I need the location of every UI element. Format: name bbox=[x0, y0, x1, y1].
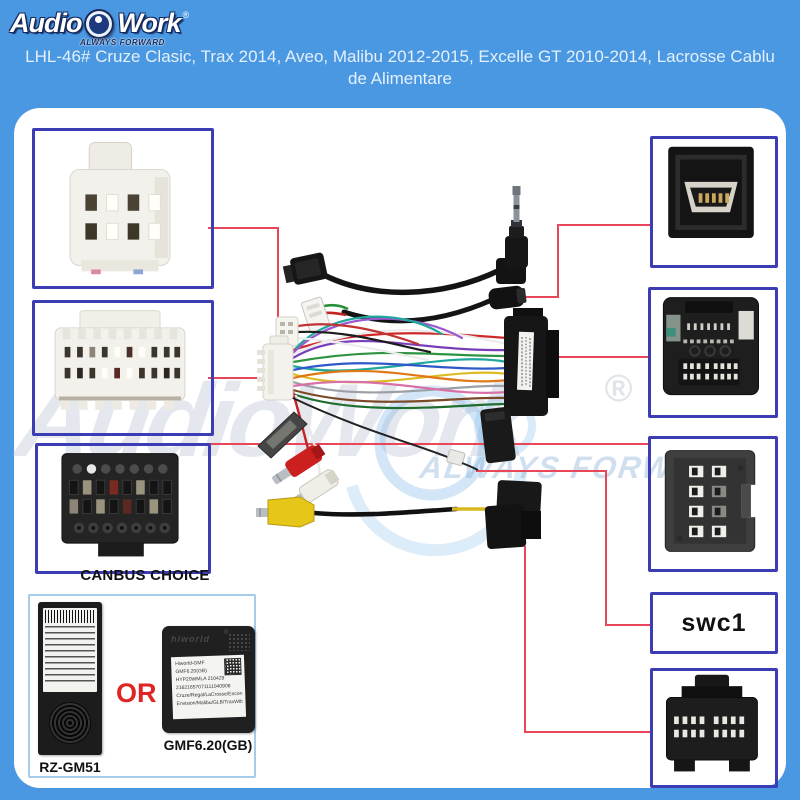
canbus-module-gmf: hiworld ® Hiworld-GMF GMF6.20(GB) HYP20W… bbox=[162, 626, 255, 733]
callout-white-power-connector bbox=[32, 128, 214, 289]
product-title: LHL-46# Cruze Clasic, Trax 2014, Aveo, M… bbox=[0, 46, 800, 90]
callout-bottom-plug bbox=[650, 668, 778, 788]
callout-mini-usb bbox=[650, 136, 778, 268]
swc1-label: swc1 bbox=[681, 608, 747, 637]
callout-white-16pin-connector bbox=[32, 300, 214, 436]
gmf-qr-code bbox=[224, 657, 242, 676]
callout-line-power-connector bbox=[208, 227, 279, 322]
white-16pin-connector-photo bbox=[54, 310, 186, 410]
gmf-module-caption: GMF6.20(GB) bbox=[163, 737, 253, 753]
gmf-brand-text: hiworld bbox=[171, 634, 210, 644]
video-rca-cable bbox=[256, 496, 494, 528]
product-title-line2: de Alimentare bbox=[348, 69, 452, 88]
product-title-line1: LHL-46# Cruze Clasic, Trax 2014, Aveo, M… bbox=[25, 47, 775, 66]
or-label: OR bbox=[116, 678, 157, 708]
brand-logo-audio: Audio bbox=[10, 8, 82, 38]
black-canbus-socket-photo bbox=[61, 453, 179, 557]
gmf-brand-registered-mark: ® bbox=[224, 630, 229, 636]
mini-usb-photo bbox=[668, 146, 754, 238]
rz-speaker-grille bbox=[49, 702, 91, 744]
callout-black-canbus-socket bbox=[35, 443, 211, 574]
brand-logo-work: Work bbox=[117, 8, 181, 38]
rz-barcode bbox=[45, 610, 95, 623]
callout-grey-socket bbox=[648, 436, 778, 572]
brand-logo: Audio Work ® bbox=[10, 8, 189, 39]
mini-usb-plug bbox=[488, 285, 527, 310]
canbus-module-rz-gm51 bbox=[38, 602, 102, 755]
brand-logo-registered-mark: ® bbox=[182, 10, 190, 20]
quadlock-socket-photo bbox=[662, 297, 760, 396]
bottom-plug-assembly bbox=[484, 480, 542, 550]
callout-swc1: swc1 bbox=[650, 592, 778, 654]
iso-black-connector bbox=[480, 406, 516, 464]
rz-module-label bbox=[43, 608, 97, 692]
antenna-adapter-cable bbox=[282, 186, 528, 295]
harness-wire-bundle bbox=[291, 315, 509, 478]
grey-bracket-connector bbox=[257, 411, 308, 459]
callout-line-bottom-plug bbox=[524, 546, 650, 733]
callout-line-usb bbox=[524, 224, 650, 298]
callout-line-swc bbox=[476, 470, 650, 626]
gmf-label-line: Envision/Malibu/GLB/TraxWtb bbox=[176, 698, 243, 708]
white-power-connector-photo bbox=[69, 142, 171, 275]
bottom-plug-photo bbox=[666, 674, 758, 772]
grey-socket-photo bbox=[664, 450, 757, 552]
callout-quadlock-socket bbox=[648, 287, 778, 418]
rz-label-text-lines bbox=[45, 626, 95, 686]
quadlock-connector bbox=[504, 308, 559, 416]
rca-red-plug bbox=[272, 444, 326, 485]
quadlock-label bbox=[516, 331, 535, 391]
gmf-module-label: Hiworld-GMF GMF6.20(GB) HYP20WMLA 210429… bbox=[170, 654, 247, 720]
canbus-choice-label: CANBUS CHOICE bbox=[80, 567, 210, 584]
rz-module-caption: RZ-GM51 bbox=[39, 759, 101, 775]
canbus-panel bbox=[28, 594, 256, 778]
white-16pin-connector bbox=[257, 335, 294, 401]
callout-lines bbox=[206, 224, 650, 733]
swc-inline-connector bbox=[446, 449, 479, 471]
brand-tagline: ALWAYS FORWARD bbox=[80, 38, 165, 47]
brand-logo-orb-icon bbox=[84, 8, 115, 39]
gmf-speaker-grille bbox=[228, 633, 250, 651]
